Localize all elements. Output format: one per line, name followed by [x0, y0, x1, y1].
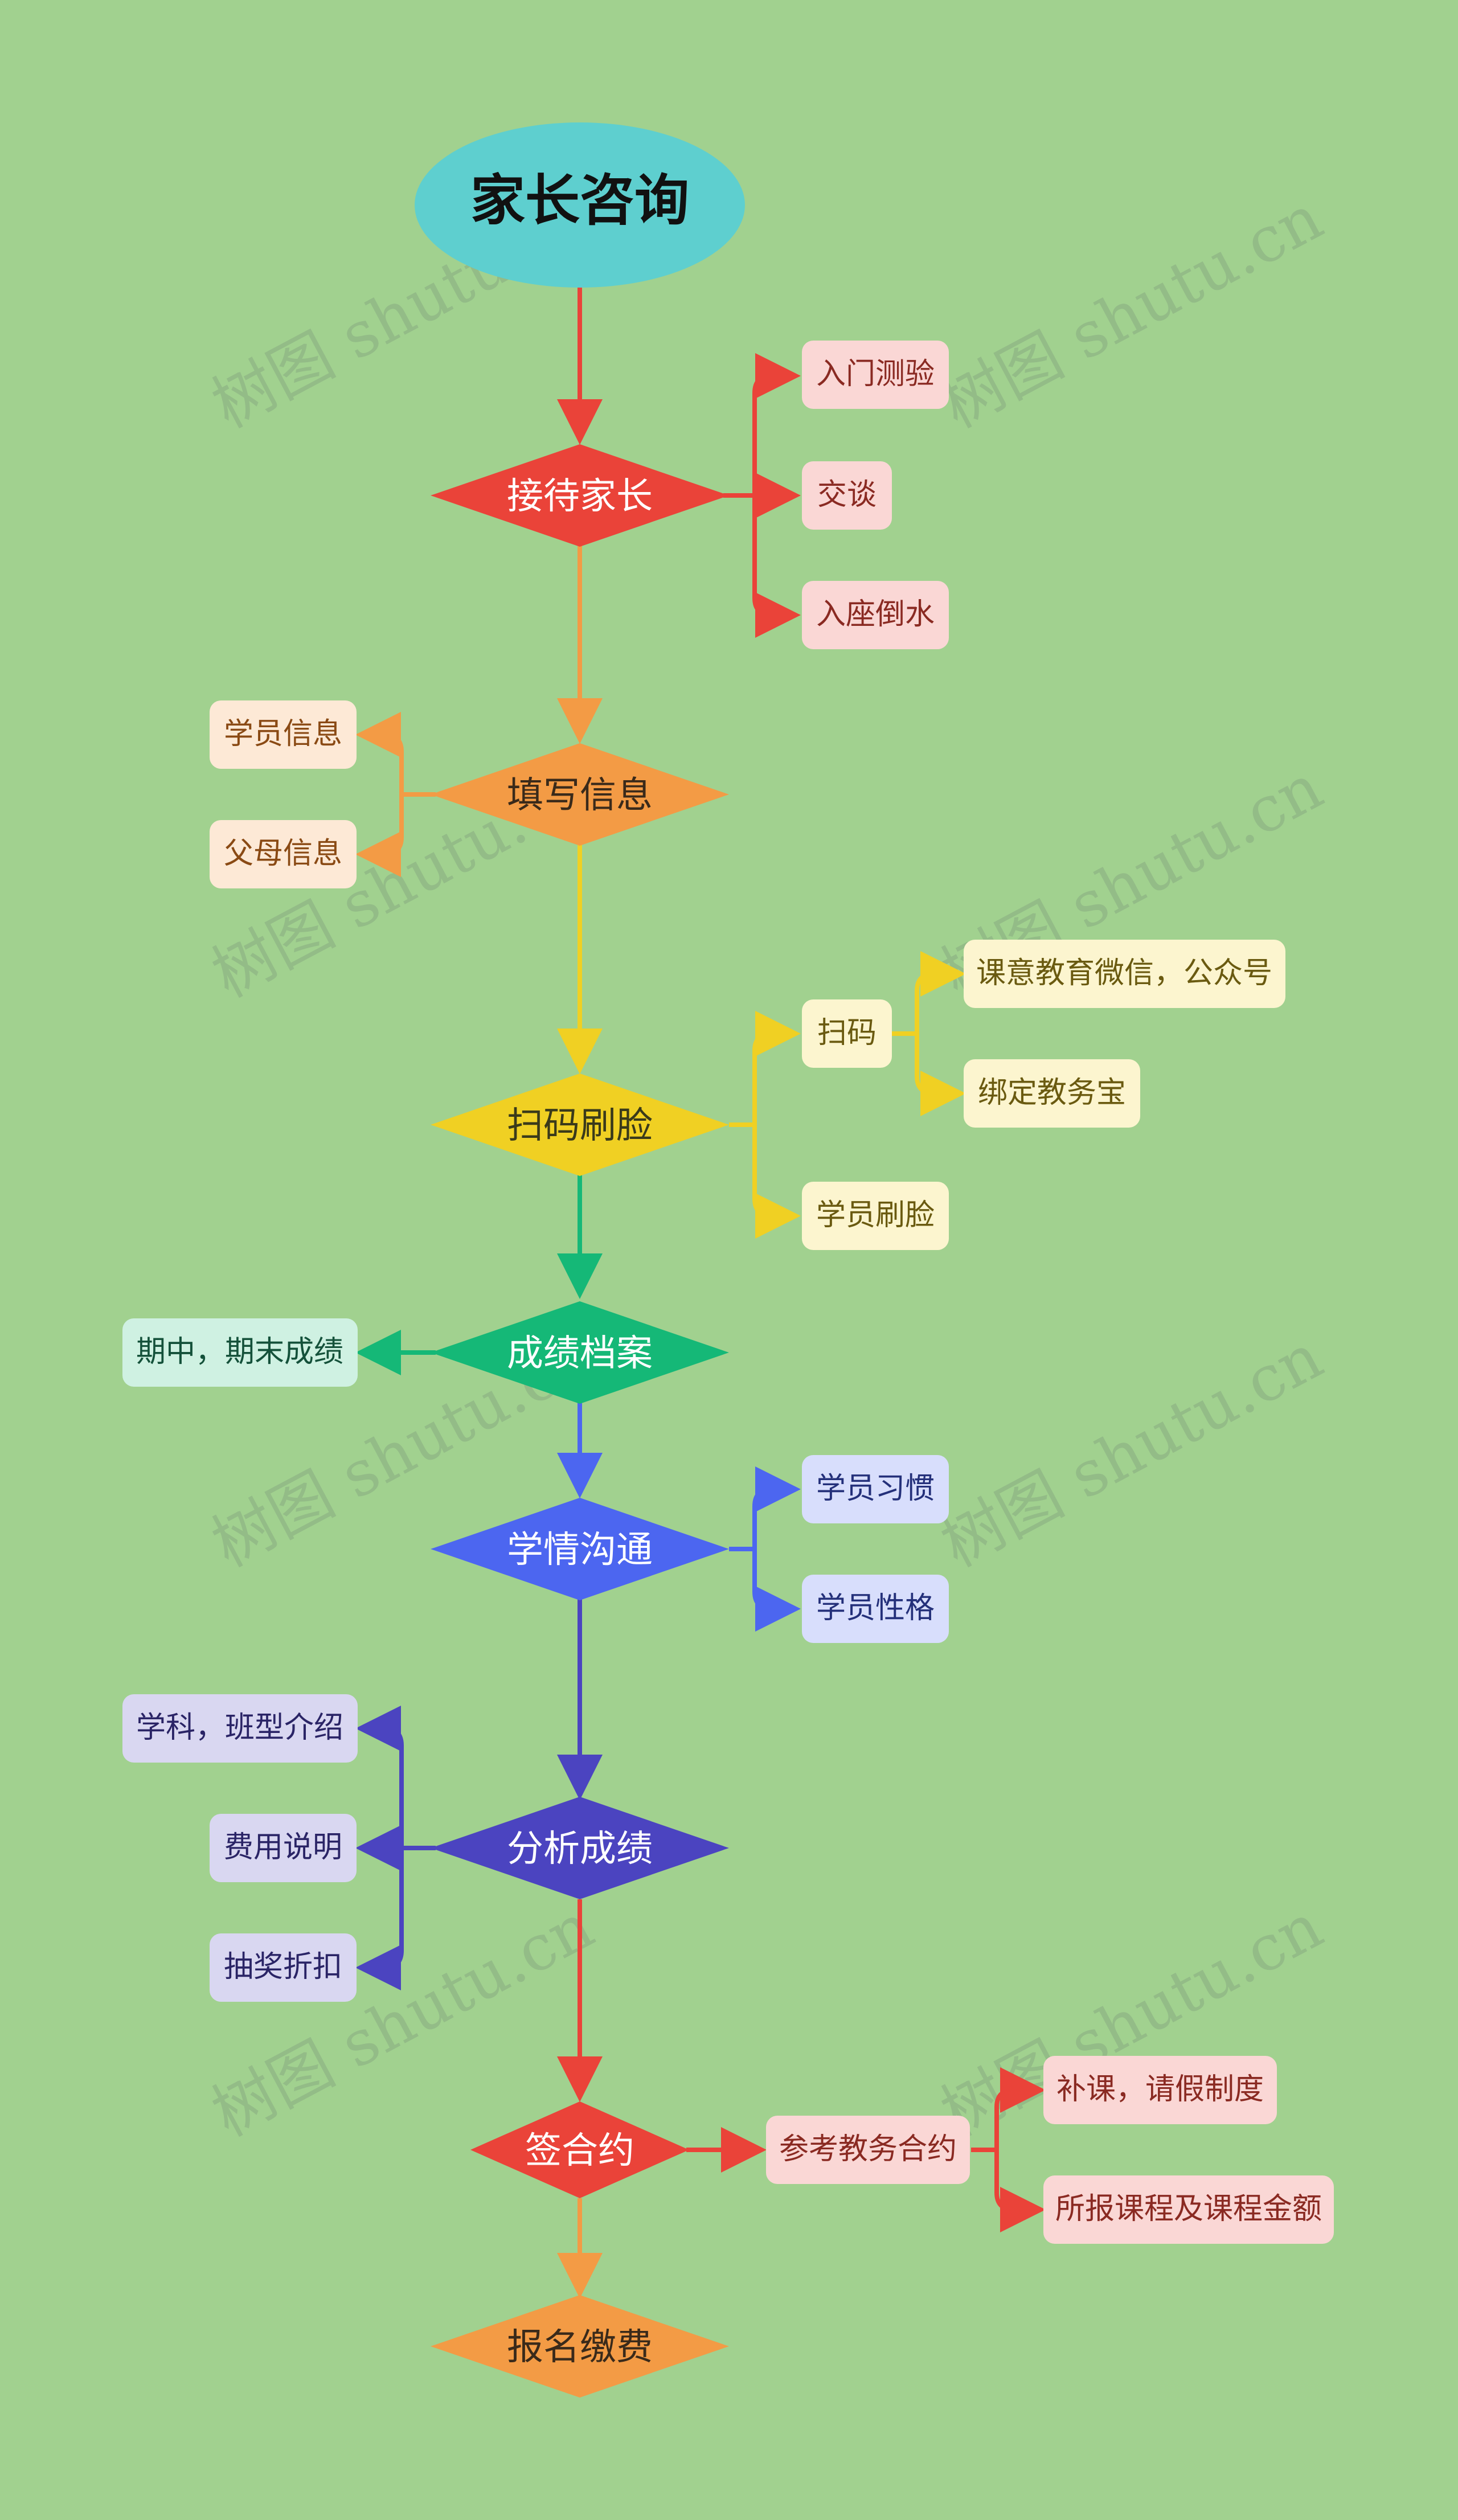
- step-2-label: 填写信息: [507, 775, 653, 817]
- child-box: 父母信息: [210, 820, 357, 888]
- child-box-label: 入门测验: [816, 357, 935, 391]
- child-box: 入座倒水: [802, 581, 949, 649]
- child-box-label: 入座倒水: [816, 597, 935, 632]
- child-box-label: 扫码: [817, 1016, 877, 1050]
- step-3-node: 扫码刷脸: [431, 1073, 729, 1176]
- sub-child-box: 课意教育微信，公众号: [964, 940, 1285, 1008]
- edge-step1-branch: [723, 493, 801, 638]
- step-1-label: 接待家长: [507, 476, 653, 518]
- sub-child-box: 补课，请假制度: [1043, 2056, 1277, 2124]
- child-box-label: 交谈: [817, 478, 877, 512]
- edge-step3-branch: [729, 1122, 801, 1239]
- child-box: 费用说明: [210, 1814, 357, 1882]
- child-box-label: 参考教务合约: [779, 2132, 957, 2166]
- sub-child-box-label: 课意教育微信，公众号: [976, 956, 1272, 990]
- edge-step1-branch: [723, 353, 801, 498]
- child-box: 学员刷脸: [802, 1182, 949, 1250]
- step-3-label: 扫码刷脸: [507, 1105, 653, 1147]
- sub-child-box-label: 绑定教务宝: [978, 1076, 1126, 1110]
- edge-step7-sub-branch: [971, 2148, 1046, 2232]
- child-box-label: 抽奖折扣: [224, 1950, 342, 1984]
- edge-step2-branch: [355, 792, 436, 877]
- child-box: 抽奖折扣: [210, 1933, 357, 2002]
- child-box: 学员信息: [210, 700, 357, 769]
- edge-step3-sub-branch: [891, 1031, 966, 1116]
- step-5-label: 学情沟通: [507, 1529, 653, 1571]
- sub-child-box-label: 补课，请假制度: [1056, 2072, 1264, 2107]
- child-box-label: 费用说明: [224, 1830, 342, 1865]
- child-box-label: 学员信息: [224, 717, 342, 751]
- child-box: 参考教务合约: [766, 2116, 970, 2184]
- step-4-node: 成绩档案: [431, 1301, 729, 1404]
- child-box-label: 学科，班型介绍: [136, 1711, 343, 1745]
- edge-step5-branch: [729, 1466, 801, 1551]
- child-box: 期中，期末成绩: [122, 1318, 358, 1387]
- start-node-label: 家长咨询: [470, 169, 689, 232]
- step-4-label: 成绩档案: [507, 1333, 653, 1375]
- step-8-label: 报名缴费: [507, 2326, 653, 2369]
- edge-step6-branch: [355, 1846, 436, 1990]
- child-box-label: 学员刷脸: [816, 1198, 935, 1232]
- step-6-node: 分析成绩: [431, 1797, 729, 1899]
- step-6-label: 分析成绩: [507, 1828, 653, 1870]
- step-7-node: 签合约: [470, 2101, 689, 2198]
- child-box: 学科，班型介绍: [122, 1694, 358, 1763]
- step-8-node: 报名缴费: [431, 2295, 729, 2398]
- child-box: 交谈: [802, 461, 892, 530]
- sub-child-box: 绑定教务宝: [964, 1059, 1140, 1128]
- child-box: 入门测验: [802, 341, 949, 409]
- child-box-label: 学员性格: [816, 1591, 935, 1625]
- edge-step7-sub-branch: [971, 2067, 1046, 2152]
- sub-child-box-label: 所报课程及课程金额: [1055, 2192, 1322, 2226]
- step-1-node: 接待家长: [431, 444, 729, 547]
- child-box-label: 父母信息: [224, 837, 342, 871]
- step-7-label: 签合约: [525, 2130, 634, 2172]
- edge-step3-sub-branch: [891, 951, 966, 1036]
- edge-step2-branch: [355, 712, 436, 797]
- child-box: 学员性格: [802, 1575, 949, 1643]
- sub-child-box: 所报课程及课程金额: [1043, 2175, 1334, 2244]
- edge-step5-branch: [729, 1547, 801, 1632]
- child-box-label: 学员习惯: [816, 1472, 935, 1506]
- edge-step6-branch: [355, 1706, 436, 1850]
- step-5-node: 学情沟通: [431, 1498, 729, 1600]
- child-box-label: 期中，期末成绩: [136, 1335, 343, 1369]
- child-box: 扫码: [802, 999, 892, 1068]
- step-2-node: 填写信息: [431, 743, 729, 846]
- child-box: 学员习惯: [802, 1455, 949, 1523]
- start-node: 家长咨询: [415, 122, 745, 288]
- edge-step3-branch: [729, 1011, 801, 1127]
